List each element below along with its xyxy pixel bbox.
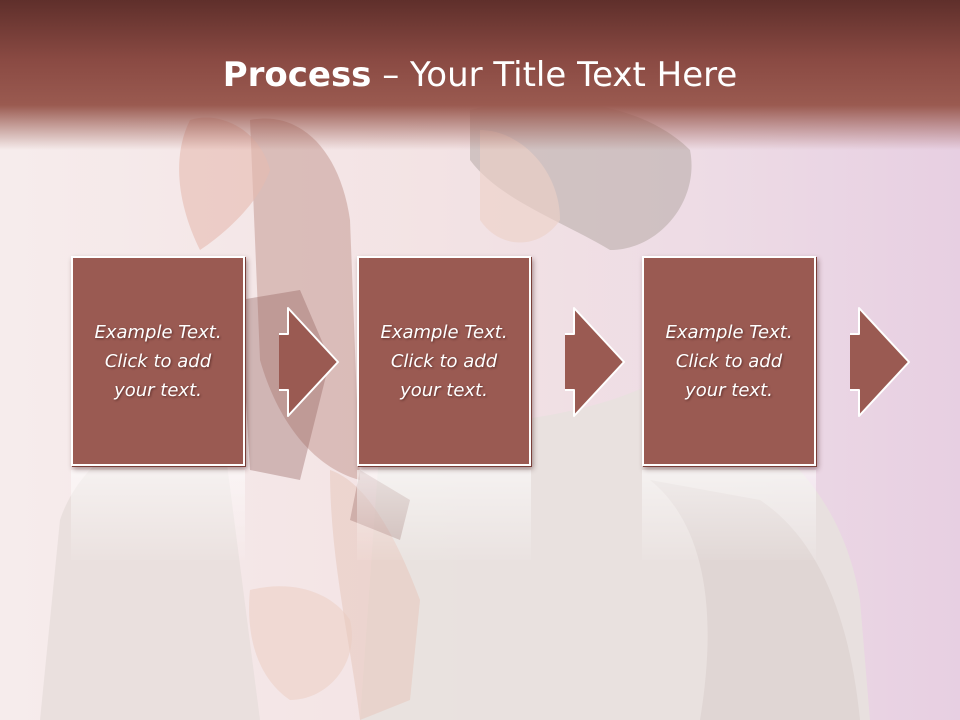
process-step-2[interactable]: Example Text. Click to add your text. — [357, 256, 531, 466]
box-reflection — [357, 470, 531, 560]
title-bold: Process — [222, 55, 372, 95]
right-arrow-icon — [565, 307, 625, 417]
box-reflection — [642, 470, 816, 560]
title-rest: – Your Title Text Here — [371, 55, 738, 95]
process-step-1[interactable]: Example Text. Click to add your text. — [71, 256, 245, 466]
step-text: Example Text. Click to add your text. — [665, 321, 793, 401]
right-arrow-icon — [279, 307, 339, 417]
box-reflection — [71, 470, 245, 560]
step-text: Example Text. Click to add your text. — [380, 321, 508, 401]
process-step-3[interactable]: Example Text. Click to add your text. — [642, 256, 816, 466]
title-bar — [0, 0, 960, 150]
slide-title[interactable]: Process – Your Title Text Here — [0, 52, 960, 98]
right-arrow-icon — [850, 307, 910, 417]
step-text: Example Text. Click to add your text. — [94, 321, 222, 401]
